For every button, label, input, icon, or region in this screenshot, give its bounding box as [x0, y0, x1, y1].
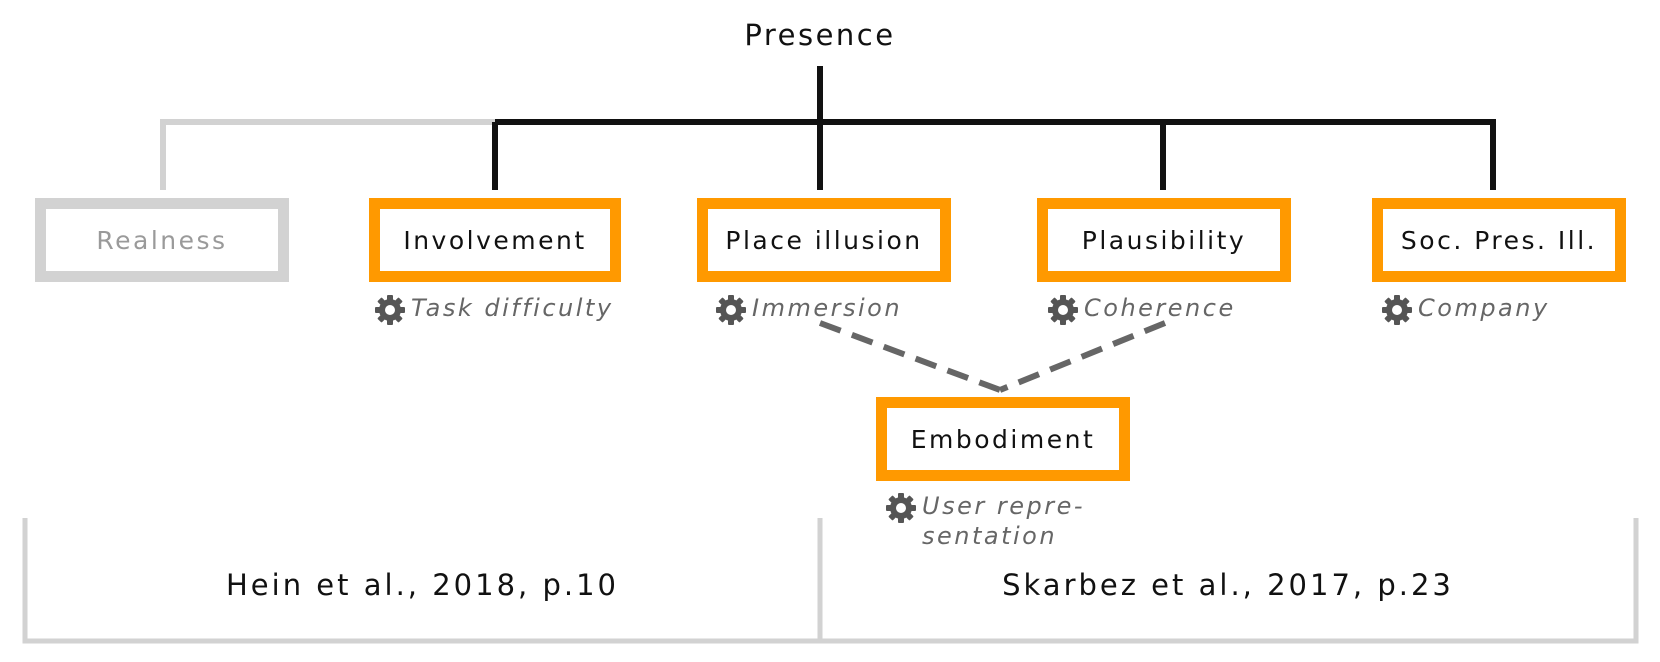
node-realness: Realness — [35, 198, 289, 282]
factor-label-line-2: sentation — [922, 522, 1058, 550]
factor-label: Coherence — [1084, 294, 1236, 322]
factor-label: Company — [1418, 294, 1550, 322]
factor-company: Company — [1380, 293, 1550, 327]
realness-connector — [160, 119, 495, 190]
factor-label: Task difficulty — [411, 294, 614, 322]
node-embodiment: Embodiment — [876, 397, 1130, 481]
factor-immersion: Immersion — [714, 293, 902, 327]
factor-coherence: Coherence — [1046, 293, 1236, 327]
gear-icon — [716, 295, 746, 325]
immersion-embodiment-dashed — [818, 320, 1002, 393]
factor-task-difficulty: Task difficulty — [373, 293, 614, 327]
gear-icon — [375, 295, 405, 325]
factor-label: Immersion — [752, 294, 903, 322]
node-plausibility: Plausibility — [1037, 198, 1291, 282]
left-reference-bracket — [22, 518, 823, 644]
node-place-illusion: Place illusion — [697, 198, 951, 282]
coherence-embodiment-dashed — [998, 320, 1167, 393]
reference-left: Hein et al., 2018, p.10 — [226, 568, 619, 602]
gear-icon — [1048, 295, 1078, 325]
node-social-presence: Soc. Pres. Ill. — [1372, 198, 1626, 282]
gear-icon — [1382, 295, 1412, 325]
diagram-title: Presence — [744, 18, 896, 52]
factor-label-line-1: User repre- — [922, 492, 1085, 520]
gear-icon — [886, 493, 916, 523]
node-involvement: Involvement — [369, 198, 621, 282]
factor-label: User repre- sentation — [922, 491, 1085, 551]
factor-user-representation: User repre- sentation — [884, 491, 1085, 551]
right-reference-bracket — [820, 518, 1639, 644]
reference-right: Skarbez et al., 2017, p.23 — [1002, 568, 1454, 602]
